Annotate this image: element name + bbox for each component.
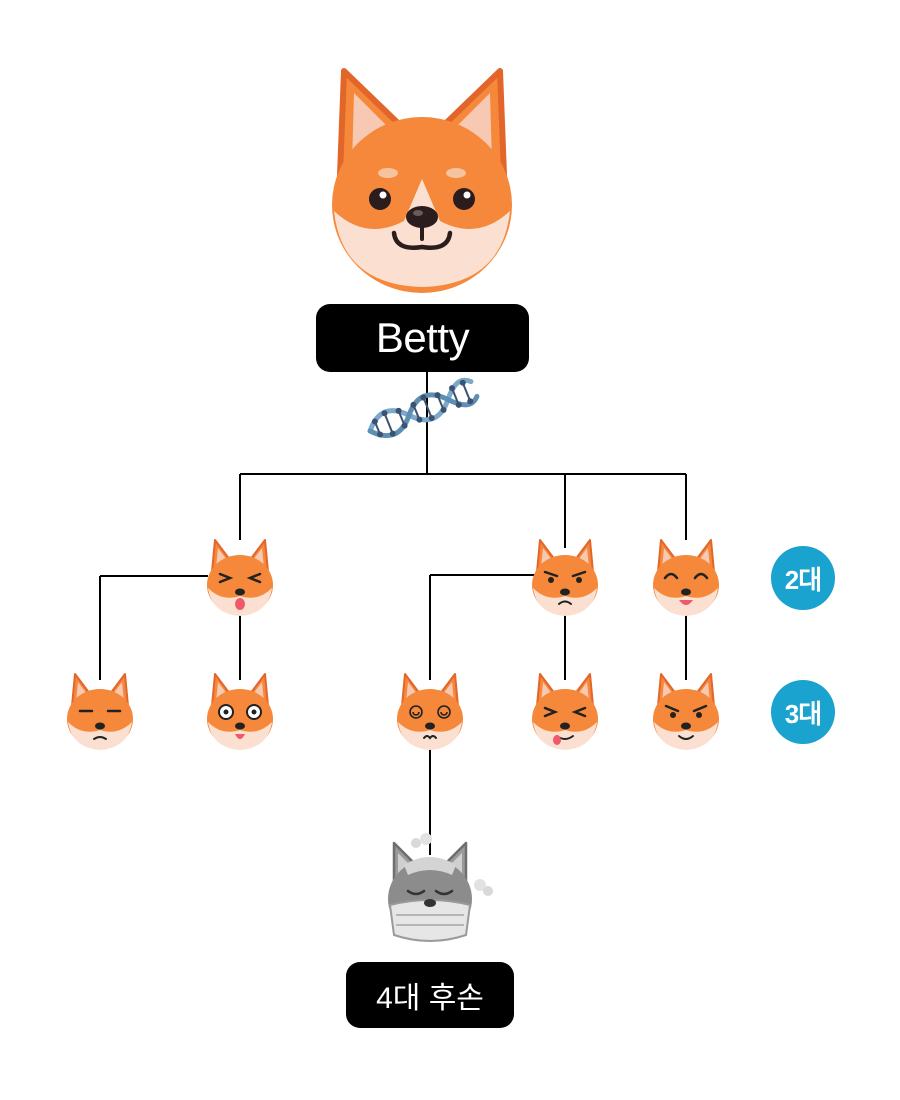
generation-2-badge: 2대: [771, 546, 835, 610]
gen3-dog-a2-icon: [206, 673, 274, 751]
gen2-dog-a-icon: [206, 539, 274, 617]
root-name-label: Betty: [316, 304, 529, 372]
gen2-dog-b-icon: [531, 539, 599, 617]
root-dog-icon: [332, 68, 512, 293]
gen3-dog-b2-icon: [531, 673, 599, 751]
dna-icon: [367, 377, 480, 439]
gen3-dog-a1-icon: [66, 673, 134, 751]
tree-connectors: [99, 372, 687, 855]
descendant-label: 4대 후손: [346, 962, 514, 1028]
gen3-dog-c1-icon: [652, 673, 720, 751]
gen2-dog-c-icon: [652, 539, 720, 617]
gen3-dog-b1-icon: [396, 673, 464, 751]
generation-3-badge: 3대: [771, 680, 835, 744]
gen4-sick-dog-icon: [388, 833, 493, 942]
